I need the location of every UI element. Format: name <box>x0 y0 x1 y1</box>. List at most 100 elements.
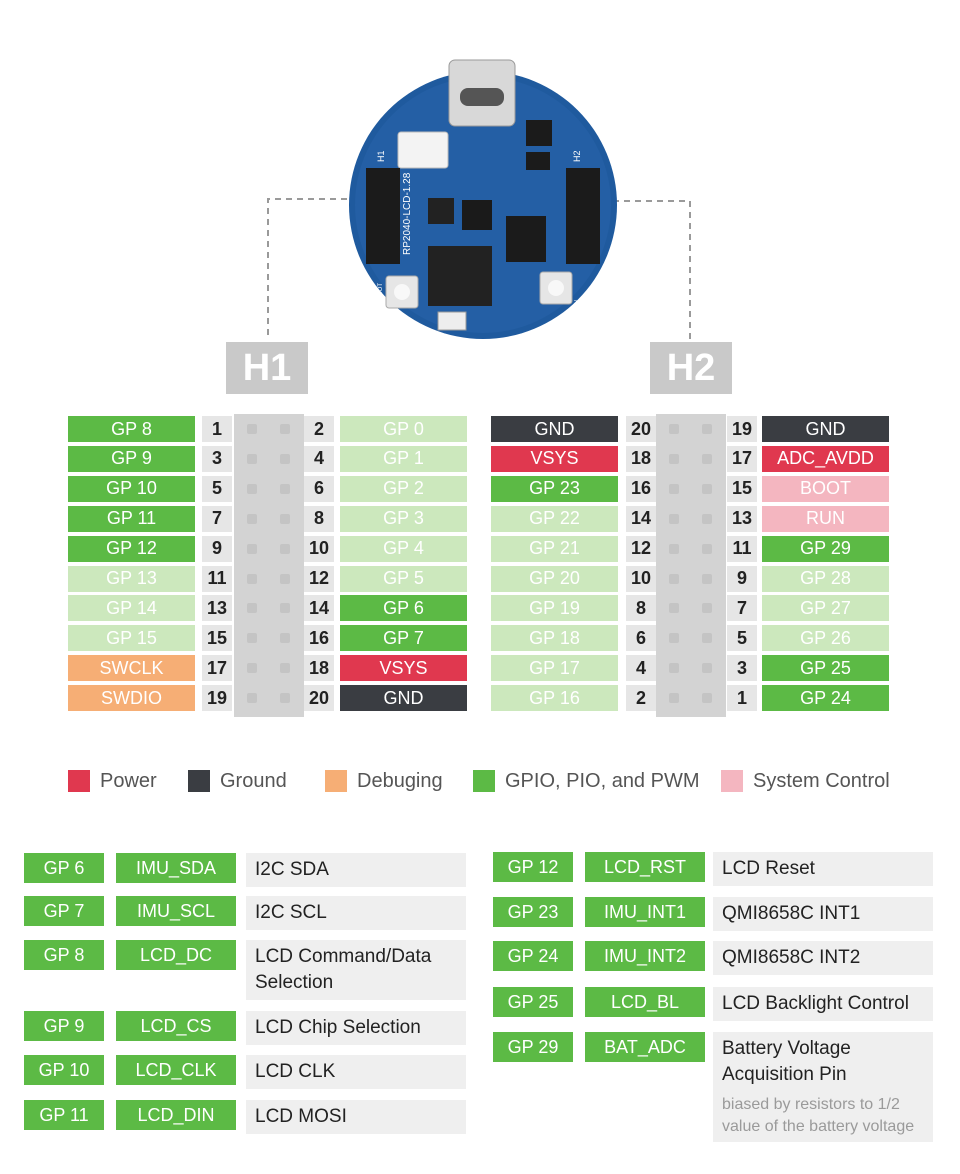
h1-pin-label: GP 9 <box>68 445 195 472</box>
h2-pin-hole <box>702 573 712 584</box>
h2-header-pins <box>566 168 600 264</box>
legend-item: System Control <box>721 768 890 794</box>
h2-pin-label: GP 24 <box>762 685 889 712</box>
h1-pin-hole <box>280 603 290 614</box>
function-gp-label: GP 29 <box>493 1032 573 1062</box>
h2-pin-number: 8 <box>626 595 656 622</box>
h2-pin-hole <box>702 513 712 524</box>
h1-pin-label: GP 6 <box>340 595 467 622</box>
h1-pin-label: GP 0 <box>340 416 467 442</box>
function-signal-label: LCD_DC <box>116 940 236 970</box>
battery-connector <box>397 131 449 169</box>
h1-pin-number: 1 <box>202 416 232 442</box>
h1-pin-hole <box>247 424 257 434</box>
h2-pin-label: GP 23 <box>491 475 618 502</box>
svg-text:H1: H1 <box>376 150 386 162</box>
h1-pin-number: 13 <box>202 595 232 622</box>
h2-pin-hole <box>702 633 712 644</box>
function-description-text: LCD CLK <box>255 1061 336 1082</box>
h1-pin-number: 11 <box>202 565 232 592</box>
h1-pin-hole <box>280 424 290 434</box>
h2-header-strip <box>656 414 726 717</box>
function-signal-label: IMU_INT2 <box>585 941 705 971</box>
legend-item: GPIO, PIO, and PWM <box>473 768 700 794</box>
h1-pin-number: 16 <box>304 625 334 652</box>
function-description: I2C SCL <box>246 896 466 930</box>
function-signal-label: BAT_ADC <box>585 1032 705 1062</box>
h2-pin-label: GP 25 <box>762 655 889 682</box>
h2-pin-hole <box>669 543 679 554</box>
h1-pin-label: GP 8 <box>68 416 195 442</box>
function-gp-label: GP 10 <box>24 1055 104 1085</box>
h1-pin-label: GP 14 <box>68 595 195 622</box>
h2-pin-number: 5 <box>727 625 757 652</box>
legend-label: Ground <box>220 769 287 792</box>
h2-pin-hole <box>669 424 679 434</box>
h2-pin-label: GP 28 <box>762 565 889 592</box>
legend-label: System Control <box>753 769 890 792</box>
function-gp-label: GP 8 <box>24 940 104 970</box>
h2-pin-label: BOOT <box>762 475 889 502</box>
h2-pin-hole <box>702 424 712 434</box>
h1-connector-line <box>267 198 358 340</box>
h2-pin-label: GP 26 <box>762 625 889 652</box>
function-signal-label: IMU_INT1 <box>585 897 705 927</box>
h1-pin-hole <box>247 483 257 494</box>
h2-pin-number: 9 <box>727 565 757 592</box>
h1-pin-number: 12 <box>304 565 334 592</box>
function-gp-label: GP 7 <box>24 896 104 926</box>
h2-pin-number: 16 <box>626 475 656 502</box>
h2-pin-label: RUN <box>762 505 889 532</box>
legend-item: Power <box>68 768 157 794</box>
h2-pin-number: 13 <box>727 505 757 532</box>
board-illustration: RP2040-LCD-1.28 H1 H2 BOOT RESET <box>267 59 691 340</box>
h1-pin-hole <box>280 483 290 494</box>
legend-label: Power <box>100 769 157 792</box>
function-description-text: QMI8658C INT2 <box>722 947 861 968</box>
function-description: LCD Chip Selection <box>246 1011 466 1045</box>
function-gp-label: GP 24 <box>493 941 573 971</box>
h1-pin-label: SWCLK <box>68 655 195 682</box>
h1-pin-label: VSYS <box>340 655 467 682</box>
function-description-text: LCD Command/Data Selection <box>255 946 432 993</box>
h1-header-strip <box>234 414 304 717</box>
function-description-text: LCD Backlight Control <box>722 993 909 1014</box>
svg-text:RESET: RESET <box>572 300 578 320</box>
h1-pin-label: GP 2 <box>340 475 467 502</box>
svg-text:H2: H2 <box>572 150 582 162</box>
h2-pin-label: GP 18 <box>491 625 618 652</box>
h2-pin-number: 10 <box>626 565 656 592</box>
h2-pin-number: 6 <box>626 625 656 652</box>
h1-pin-hole <box>247 513 257 524</box>
h2-pin-hole <box>669 693 679 704</box>
h1-pin-hole <box>247 573 257 584</box>
h2-pin-hole <box>702 693 712 704</box>
h2-pin-label: GP 21 <box>491 535 618 562</box>
h1-header-pins <box>366 168 400 264</box>
function-gp-label: GP 12 <box>493 852 573 882</box>
function-description-text: Battery Voltage Acquisition Pin <box>722 1038 851 1085</box>
legend-label: Debuging <box>357 769 443 792</box>
h2-pin-hole <box>669 483 679 494</box>
h2-pin-hole <box>702 453 712 464</box>
h1-pin-number: 6 <box>304 475 334 502</box>
h2-pin-number: 19 <box>727 416 757 442</box>
function-description-text: I2C SCL <box>255 902 327 923</box>
legend-swatch <box>473 770 495 792</box>
h2-pin-hole <box>702 663 712 674</box>
h2-pin-number: 14 <box>626 505 656 532</box>
h2-header-label: H2 <box>650 342 732 394</box>
function-signal-label: LCD_CS <box>116 1011 236 1041</box>
h2-pin-number: 3 <box>727 655 757 682</box>
legend-swatch <box>325 770 347 792</box>
function-signal-label: LCD_CLK <box>116 1055 236 1085</box>
h2-pin-hole <box>669 573 679 584</box>
h2-pin-hole <box>669 633 679 644</box>
h2-pin-label: GP 17 <box>491 655 618 682</box>
h2-pin-hole <box>702 603 712 614</box>
svg-text:BOOT: BOOT <box>378 283 384 300</box>
h1-pin-hole <box>247 693 257 704</box>
h2-pin-label: GND <box>491 416 618 442</box>
h1-pin-label: GP 3 <box>340 505 467 532</box>
